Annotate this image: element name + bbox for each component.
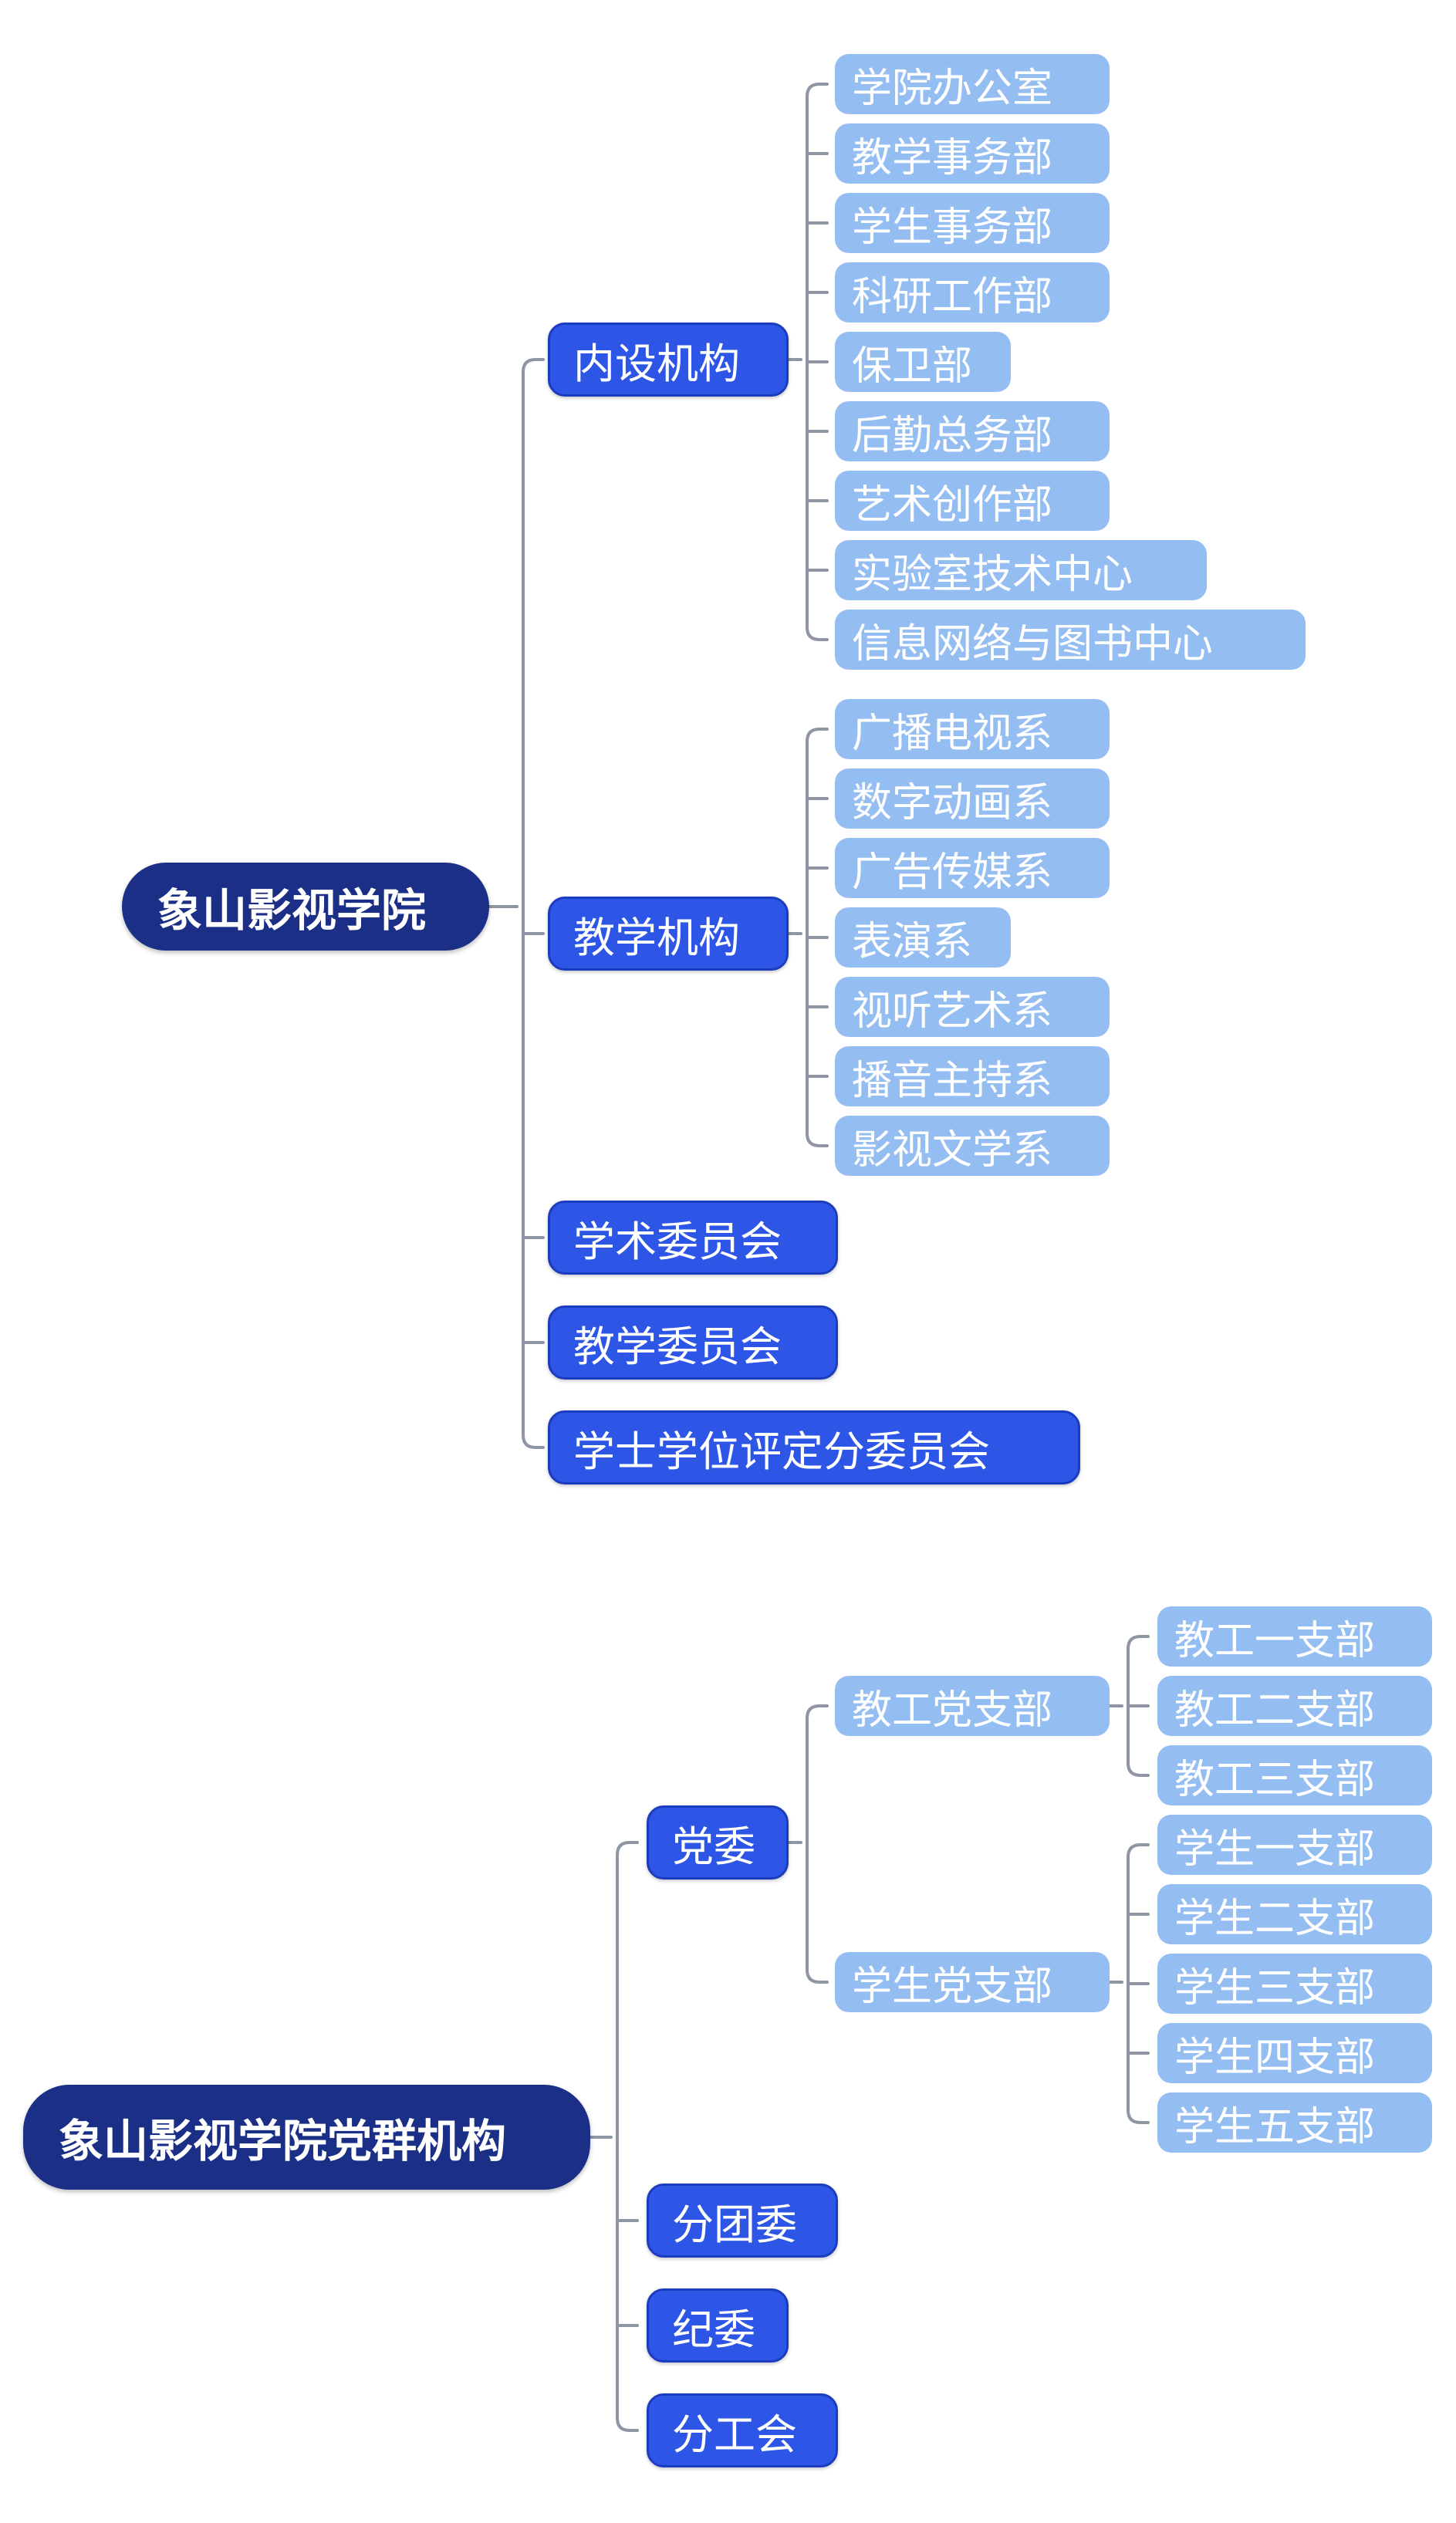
leaf-node[interactable]: 数字动画系	[835, 768, 1110, 829]
leaf-node[interactable]: 实验室技术中心	[835, 540, 1207, 600]
node-league-committee[interactable]: 分团委	[647, 2184, 838, 2258]
root-node-party-org[interactable]: 象山影视学院党群机构	[23, 2085, 590, 2190]
leaf-node[interactable]: 后勤总务部	[835, 401, 1110, 461]
leaf-node[interactable]: 表演系	[835, 907, 1011, 968]
leaf-node[interactable]: 学生一支部	[1157, 1815, 1432, 1875]
root-node-college[interactable]: 象山影视学院	[122, 863, 489, 951]
leaf-node[interactable]: 教工一支部	[1157, 1606, 1432, 1667]
leaf-node[interactable]: 教学事务部	[835, 123, 1110, 184]
connector-line	[787, 728, 829, 1147]
leaf-node[interactable]: 播音主持系	[835, 1046, 1110, 1106]
node-discipline-committee[interactable]: 纪委	[647, 2288, 789, 2363]
leaf-node[interactable]: 影视文学系	[835, 1116, 1110, 1176]
leaf-node[interactable]: 学生二支部	[1157, 1884, 1432, 1944]
leaf-node[interactable]: 科研工作部	[835, 262, 1110, 323]
node-student-party-branch[interactable]: 学生党支部	[835, 1952, 1110, 2012]
node-teaching-committee[interactable]: 教学委员会	[548, 1305, 838, 1380]
node-party-committee[interactable]: 党委	[647, 1805, 789, 1880]
node-trade-union[interactable]: 分工会	[647, 2393, 838, 2467]
connector-line	[1108, 1635, 1150, 1777]
leaf-node[interactable]: 学生三支部	[1157, 1954, 1432, 2014]
leaf-node[interactable]: 信息网络与图书中心	[835, 610, 1306, 670]
connector-line	[787, 1704, 829, 1984]
leaf-node[interactable]: 保卫部	[835, 332, 1011, 392]
leaf-node[interactable]: 艺术创作部	[835, 471, 1110, 531]
node-academic-committee[interactable]: 学术委员会	[548, 1201, 838, 1275]
node-teaching-institutions[interactable]: 教学机构	[548, 897, 789, 971]
leaf-node[interactable]: 学生事务部	[835, 193, 1110, 253]
node-staff-party-branch[interactable]: 教工党支部	[835, 1676, 1110, 1736]
connector-line	[589, 1841, 639, 2432]
connector-line	[787, 83, 829, 641]
node-degree-committee[interactable]: 学士学位评定分委员会	[548, 1410, 1080, 1484]
leaf-node[interactable]: 学生五支部	[1157, 2092, 1432, 2153]
connector-line	[488, 358, 545, 1449]
node-internal-institutions[interactable]: 内设机构	[548, 323, 789, 397]
leaf-node[interactable]: 广播电视系	[835, 699, 1110, 759]
leaf-node[interactable]: 学生四支部	[1157, 2023, 1432, 2083]
leaf-node[interactable]: 教工三支部	[1157, 1745, 1432, 1805]
connector-line	[1108, 1843, 1150, 2124]
leaf-node[interactable]: 学院办公室	[835, 54, 1110, 114]
leaf-node[interactable]: 教工二支部	[1157, 1676, 1432, 1736]
leaf-node[interactable]: 广告传媒系	[835, 838, 1110, 898]
leaf-node[interactable]: 视听艺术系	[835, 977, 1110, 1037]
